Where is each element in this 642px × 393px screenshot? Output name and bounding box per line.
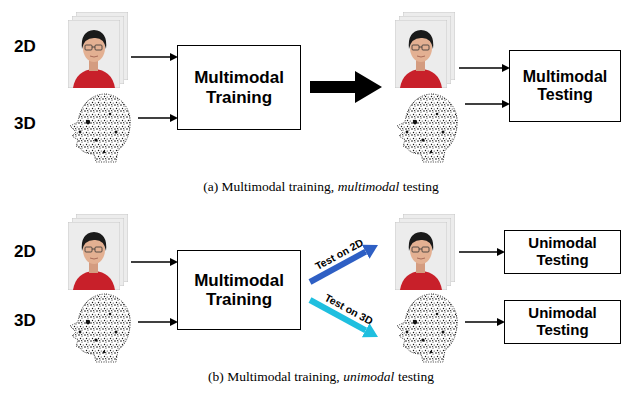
modality-label: 2D [14,242,36,262]
process-box: Unimodal Testing [504,230,621,274]
face-photo-stack [68,214,128,290]
box-label: Multimodal Testing [516,68,614,104]
caption-text: testing [403,179,439,195]
modality-label: 2D [14,37,36,57]
caption-text: unimodal [343,369,394,385]
modality-label: 3D [14,114,36,134]
point-cloud [70,94,130,162]
caption-text: multimodal [338,179,400,195]
face-photo-stack [395,214,455,290]
point-cloud [70,294,130,362]
caption-text: testing [398,369,434,385]
caption-text: (b) Multimodal training, [208,369,340,385]
process-box: Multimodal Training [177,45,301,130]
process-box: Multimodal Testing [509,50,621,122]
big-arrow [310,71,382,103]
caption: (b) Multimodal training,unimodaltesting [0,369,642,385]
caption-text: (a) Multimodal training, [203,179,334,195]
point-cloud [397,294,457,362]
process-box: Unimodal Testing [504,300,621,344]
box-label: Unimodal Testing [511,305,614,339]
box-label: Unimodal Testing [511,235,614,269]
face-photo-stack [395,12,455,88]
box-label: Multimodal Training [184,271,294,309]
face-photo-stack [68,12,128,88]
process-box: Multimodal Training [177,250,301,330]
modality-label: 3D [14,311,36,331]
point-cloud [397,94,457,162]
caption: (a) Multimodal training,multimodaltestin… [0,179,642,195]
box-label: Multimodal Training [184,68,294,106]
